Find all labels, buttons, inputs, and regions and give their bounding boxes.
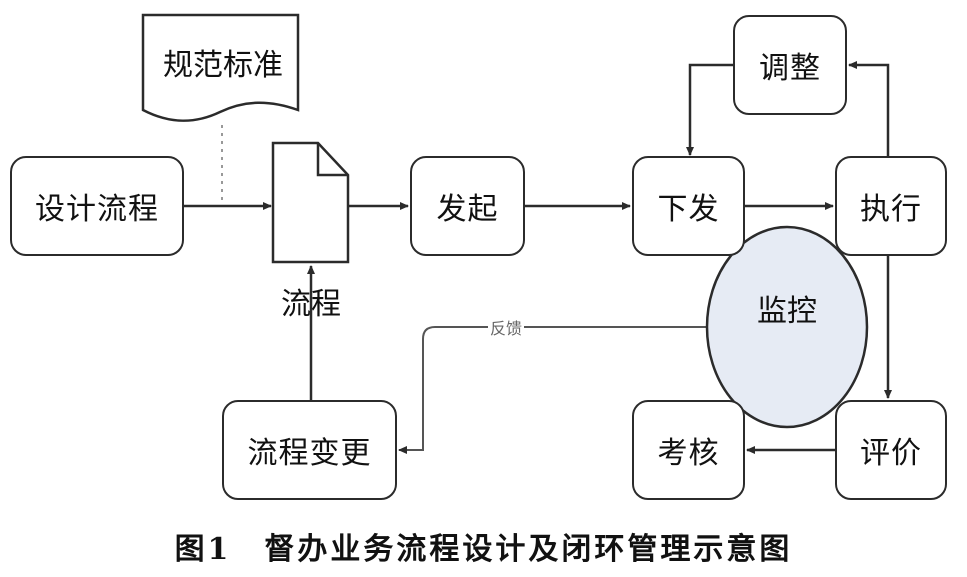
evaluate-box: 评价 [835, 400, 947, 500]
initiate-box: 发起 [410, 156, 525, 256]
feedback-label: 反馈 [488, 315, 525, 339]
process-change-label: 流程变更 [247, 436, 372, 471]
issue-box: 下发 [632, 156, 745, 256]
execute-box: 执行 [835, 156, 947, 256]
design-process-box: 设计流程 [10, 156, 184, 256]
figure-caption: 图1 督办业务流程设计及闭环管理示意图 [174, 532, 793, 567]
adjust-label: 调整 [759, 51, 821, 86]
edge-execute-to-adjust [848, 61, 890, 158]
initiate-label: 发起 [436, 192, 499, 227]
assess-label: 考核 [657, 436, 720, 471]
edge-adjust-to-issue [686, 63, 733, 156]
process-document-fold [316, 143, 348, 177]
edge-feedback [398, 326, 710, 454]
monitor-ellipse [705, 225, 869, 429]
assess-box: 考核 [632, 400, 745, 500]
execute-label: 执行 [860, 192, 922, 227]
monitor-label: 监控 [757, 294, 817, 329]
adjust-box: 调整 [733, 15, 847, 115]
process-document-shape [271, 141, 350, 264]
process-change-box: 流程变更 [222, 400, 397, 500]
standard-label: 规范标准 [163, 48, 283, 83]
evaluate-label: 评价 [860, 436, 922, 471]
standard-document-shape [141, 13, 300, 122]
design-process-label: 设计流程 [35, 192, 159, 227]
issue-label: 下发 [657, 192, 720, 227]
process-doc-label: 流程 [281, 287, 341, 322]
